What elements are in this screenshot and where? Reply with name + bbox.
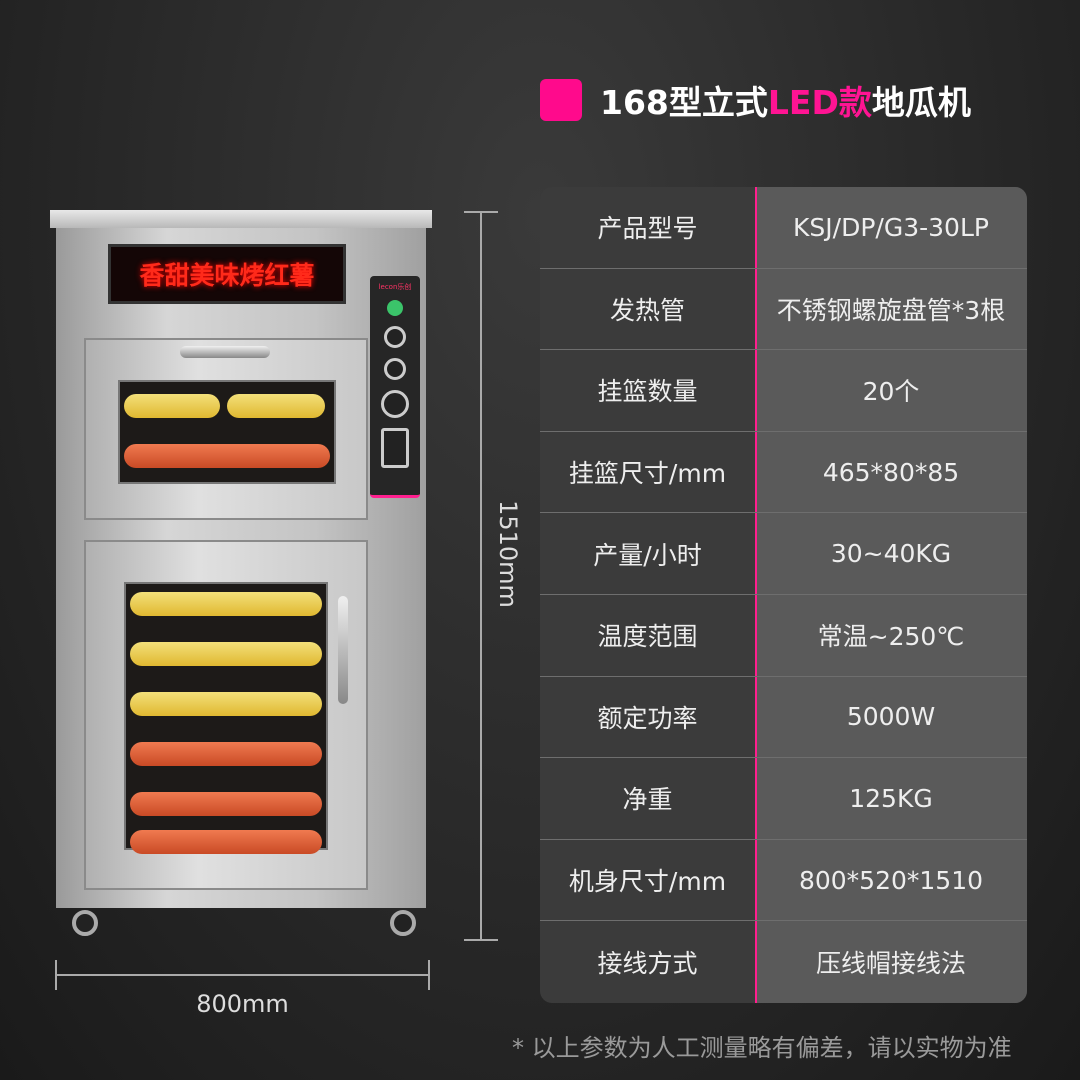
width-dimension-label: 800mm <box>196 990 289 1018</box>
spec-value: 20个 <box>862 377 920 407</box>
potato-shelf <box>124 444 330 468</box>
spec-row: 发热管 不锈钢螺旋盘管*3根 <box>540 269 1027 351</box>
switch-knob-icon <box>384 326 406 348</box>
spec-row: 额定功率 5000W <box>540 677 1027 759</box>
spec-label: 温度范围 <box>597 622 698 652</box>
switch-knob-icon <box>384 358 406 380</box>
spec-value: 不锈钢螺旋盘管*3根 <box>776 295 1006 325</box>
corn-shelf <box>130 642 322 666</box>
lower-door-handle <box>338 596 348 704</box>
spec-row: 挂篮数量 20个 <box>540 350 1027 432</box>
potato-shelf <box>130 742 322 766</box>
width-dimension-line <box>55 960 430 990</box>
spec-label: 额定功率 <box>597 703 698 733</box>
brand-logo: lecon乐创 <box>378 283 412 291</box>
corn-shelf <box>130 692 322 716</box>
title-part2: LED款 <box>767 83 872 122</box>
spec-label: 净重 <box>622 785 673 815</box>
spec-value: KSJ/DP/G3-30LP <box>793 212 989 242</box>
temperature-knob-icon <box>381 390 409 418</box>
corn-shelf <box>130 592 322 616</box>
spec-label: 发热管 <box>609 295 685 325</box>
title-marker-icon <box>540 79 582 121</box>
height-dimension-label: 1510mm <box>494 500 522 608</box>
spec-value: 465*80*85 <box>822 457 960 487</box>
spec-value: 800*520*1510 <box>798 865 984 895</box>
potato-shelf <box>130 792 322 816</box>
spec-value: 125KG <box>849 783 933 813</box>
lower-window <box>124 582 328 854</box>
spec-value: 5000W <box>846 702 936 732</box>
wheel-icon <box>72 910 98 936</box>
sweet-potato-machine-image: 香甜美味烤红薯 lecon乐创 <box>50 210 432 936</box>
value-column-background <box>755 187 1027 1003</box>
spec-row: 产品型号 KSJ/DP/G3-30LP <box>540 187 1027 269</box>
spec-label: 产量/小时 <box>593 540 702 570</box>
upper-door <box>84 338 368 520</box>
lower-door <box>84 540 368 890</box>
spec-row: 净重 125KG <box>540 758 1027 840</box>
title-part3: 地瓜机 <box>871 83 971 122</box>
spec-value: 常温~250℃ <box>817 622 965 652</box>
height-dimension-line <box>464 211 498 941</box>
spec-label: 挂篮尺寸/mm <box>568 459 727 489</box>
spec-row: 挂篮尺寸/mm 465*80*85 <box>540 432 1027 514</box>
corn-shelf <box>227 394 326 418</box>
title-part1: 168型立式 <box>600 83 768 122</box>
spec-value: 30~40KG <box>830 539 952 569</box>
control-panel: lecon乐创 <box>370 276 420 498</box>
spec-row: 产量/小时 30~40KG <box>540 513 1027 595</box>
spec-value: 压线帽接线法 <box>815 949 966 979</box>
spec-label: 接线方式 <box>597 949 698 979</box>
corn-shelf <box>124 394 221 418</box>
disclaimer-note: * 以上参数为人工测量略有偏差，请以实物为准 <box>512 1034 1012 1062</box>
wheel-icon <box>390 910 416 936</box>
led-sign: 香甜美味烤红薯 <box>108 244 346 304</box>
timer-icon <box>381 428 409 468</box>
potato-shelf <box>130 830 322 854</box>
spec-row: 机身尺寸/mm 800*520*1510 <box>540 840 1027 922</box>
spec-row: 接线方式 压线帽接线法 <box>540 921 1027 1003</box>
upper-door-handle <box>180 346 270 358</box>
spec-label: 产品型号 <box>597 214 698 244</box>
spec-row: 温度范围 常温~250℃ <box>540 595 1027 677</box>
machine-top <box>50 210 432 228</box>
page-title: 168型立式 LED款 地瓜机 <box>540 76 971 124</box>
upper-window <box>118 380 336 484</box>
spec-label: 挂篮数量 <box>597 377 698 407</box>
spec-label: 机身尺寸/mm <box>568 867 727 897</box>
power-light-icon <box>387 300 403 316</box>
